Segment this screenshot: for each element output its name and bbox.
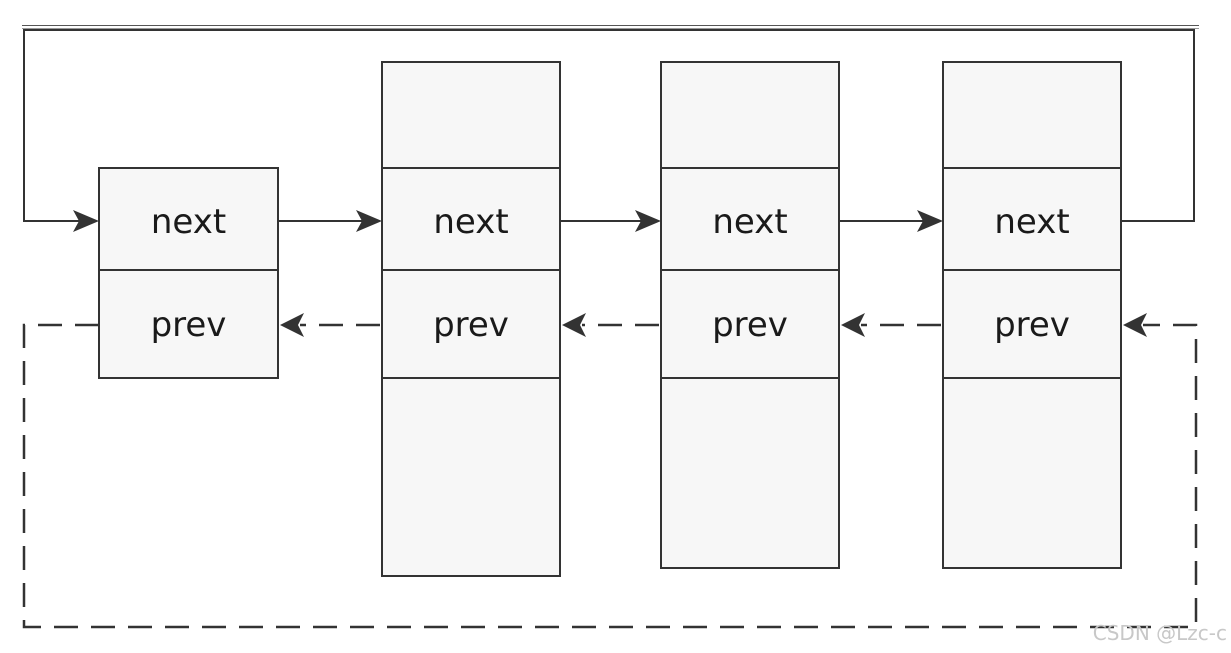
node-3: next prev (660, 61, 840, 569)
node-2-prev-cell (381, 269, 561, 379)
node-2: next prev (381, 61, 561, 577)
node-1-prev-cell (98, 269, 279, 379)
prev-wraparound-arrowhead (1123, 313, 1147, 337)
node-2-data-top-cell (381, 61, 561, 169)
node-1: next prev (98, 167, 279, 379)
node-1-next-cell (98, 167, 279, 271)
node-4-prev-label: prev (994, 305, 1070, 345)
node-3-data-top-cell (660, 61, 840, 169)
node-1-prev-label: prev (151, 305, 227, 345)
node-3-next-cell (660, 167, 840, 271)
node-4-next-label: next (994, 202, 1069, 242)
node-3-prev-label: prev (712, 305, 788, 345)
node-2-next-label: next (433, 202, 508, 242)
node-3-next-label: next (712, 202, 787, 242)
node-4-data-bottom-cell (942, 377, 1122, 569)
next-arrowhead-1-to-2 (356, 210, 382, 232)
prev-arrowhead-3-to-2 (562, 313, 586, 337)
next-arrowhead-2-to-3 (635, 210, 661, 232)
node-4: next prev (942, 61, 1122, 569)
node-4-data-top-cell (942, 61, 1122, 169)
prev-arrowhead-2-to-1 (280, 313, 304, 337)
node-3-prev-cell (660, 269, 840, 379)
node-3-data-bottom-cell (660, 377, 840, 569)
node-4-next-cell (942, 167, 1122, 271)
next-wraparound-arrowhead (73, 210, 99, 232)
next-wraparound-line (23, 29, 1195, 222)
node-2-next-cell (381, 167, 561, 271)
prev-wraparound-line (22, 323, 1198, 629)
node-2-data-bottom-cell (381, 377, 561, 577)
next-arrowhead-3-to-4 (917, 210, 943, 232)
prev-arrowhead-4-to-3 (841, 313, 865, 337)
watermark-text: CSDN @Lzc-c (1092, 621, 1227, 645)
node-2-prev-label: prev (433, 305, 509, 345)
node-1-next-label: next (151, 202, 226, 242)
